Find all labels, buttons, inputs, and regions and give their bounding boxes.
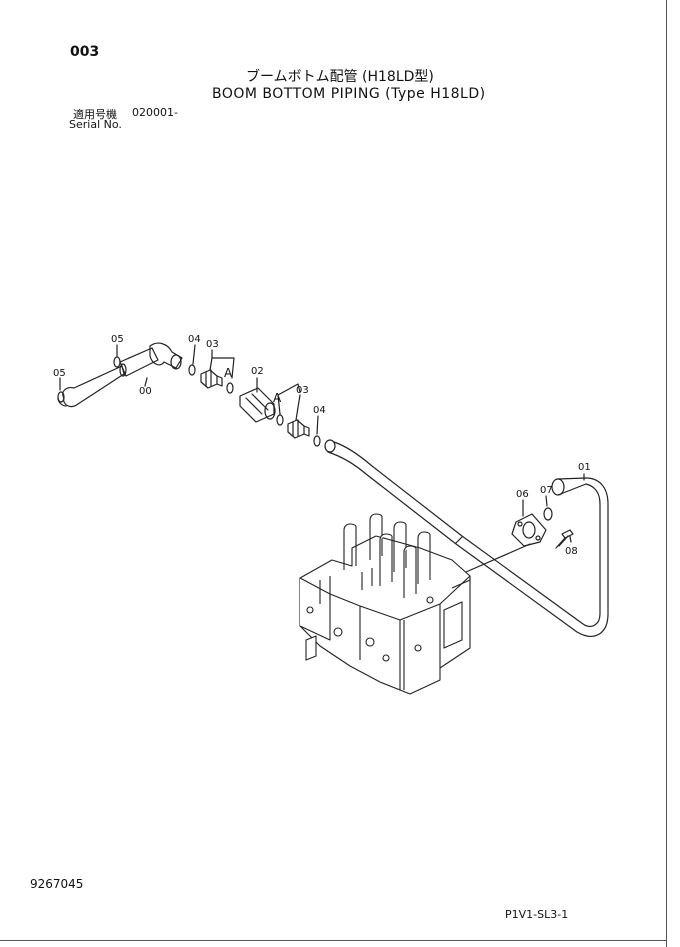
callout-03-lower: 03 <box>296 385 309 396</box>
part-05-oring-left <box>57 391 65 403</box>
callout-07: 07 <box>540 485 553 496</box>
part-a-oring-lower <box>276 414 284 426</box>
callout-01: 01 <box>578 462 591 473</box>
part-a-oring-upper <box>226 382 234 394</box>
callout-02: 02 <box>251 366 264 377</box>
page-frame-bottom <box>0 940 667 941</box>
callout-a-lower: A <box>273 391 282 405</box>
part-03-adapter-upper <box>200 369 223 389</box>
part-06-split-flange <box>511 513 547 547</box>
part-01-pipe <box>324 439 609 637</box>
part-00-elbow-pipe <box>57 342 183 408</box>
title-english: BOOM BOTTOM PIPING (Type H18LD) <box>212 86 486 102</box>
part-05-oring-upper <box>113 356 121 368</box>
part-04-oring-upper <box>188 364 196 376</box>
page-frame-right <box>666 0 667 947</box>
control-valve-assembly <box>299 513 471 695</box>
callout-04-lower: 04 <box>313 405 326 416</box>
callout-08: 08 <box>565 546 578 557</box>
part-03-adapter-lower <box>287 419 310 439</box>
document-number: 9267045 <box>30 877 84 891</box>
part-04-oring-lower <box>313 435 321 447</box>
page-number: 003 <box>70 44 100 60</box>
callout-05-upper: 05 <box>111 334 124 345</box>
callout-00: 00 <box>139 386 152 397</box>
serial-label-japanese: 適用号機 <box>73 108 117 121</box>
part-08-bolt <box>555 529 574 549</box>
callout-06: 06 <box>516 489 529 500</box>
page-code: P1V1-SL3-1 <box>505 908 569 921</box>
callout-03-upper: 03 <box>206 339 219 350</box>
callout-05-left: 05 <box>53 368 66 379</box>
part-07-oring <box>543 507 553 521</box>
callout-04-upper: 04 <box>188 334 201 345</box>
serial-label-english: Serial No. <box>69 118 122 131</box>
title-japanese: ブームボトム配管 (H18LD型) <box>246 69 434 85</box>
callout-labels: 05 05 00 04 03 02 A 03 A 04 01 06 07 08 <box>53 334 591 557</box>
callout-a-upper: A <box>224 366 233 380</box>
serial-value: 020001- <box>132 106 178 119</box>
part-02-check-valve <box>239 387 276 423</box>
